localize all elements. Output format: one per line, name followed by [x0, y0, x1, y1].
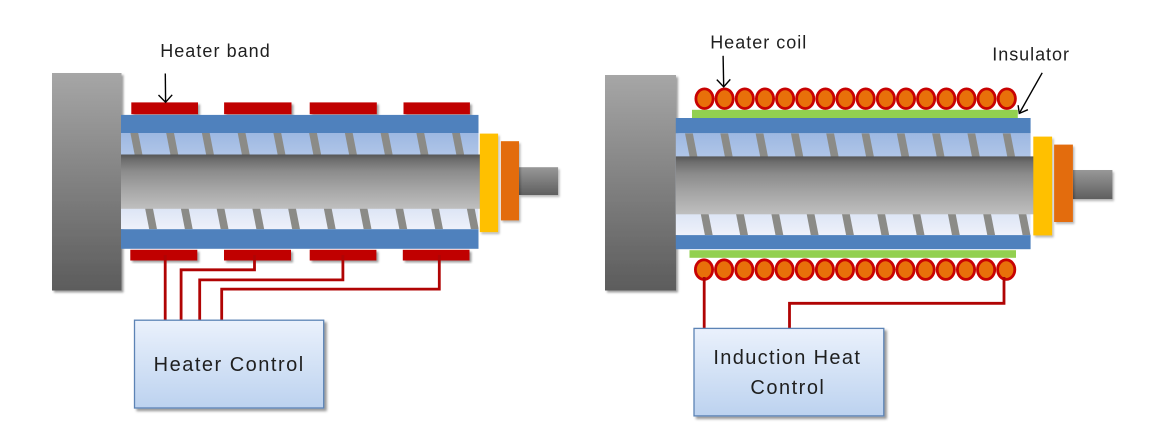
svg-text:Insulator: Insulator — [992, 45, 1070, 65]
svg-text:Heater band: Heater band — [160, 41, 271, 61]
svg-text:Control: Control — [750, 377, 825, 399]
svg-text:Heater coil: Heater coil — [710, 33, 807, 53]
svg-text:Induction Heat: Induction Heat — [713, 347, 861, 369]
svg-text:Heater Control: Heater Control — [154, 354, 305, 376]
